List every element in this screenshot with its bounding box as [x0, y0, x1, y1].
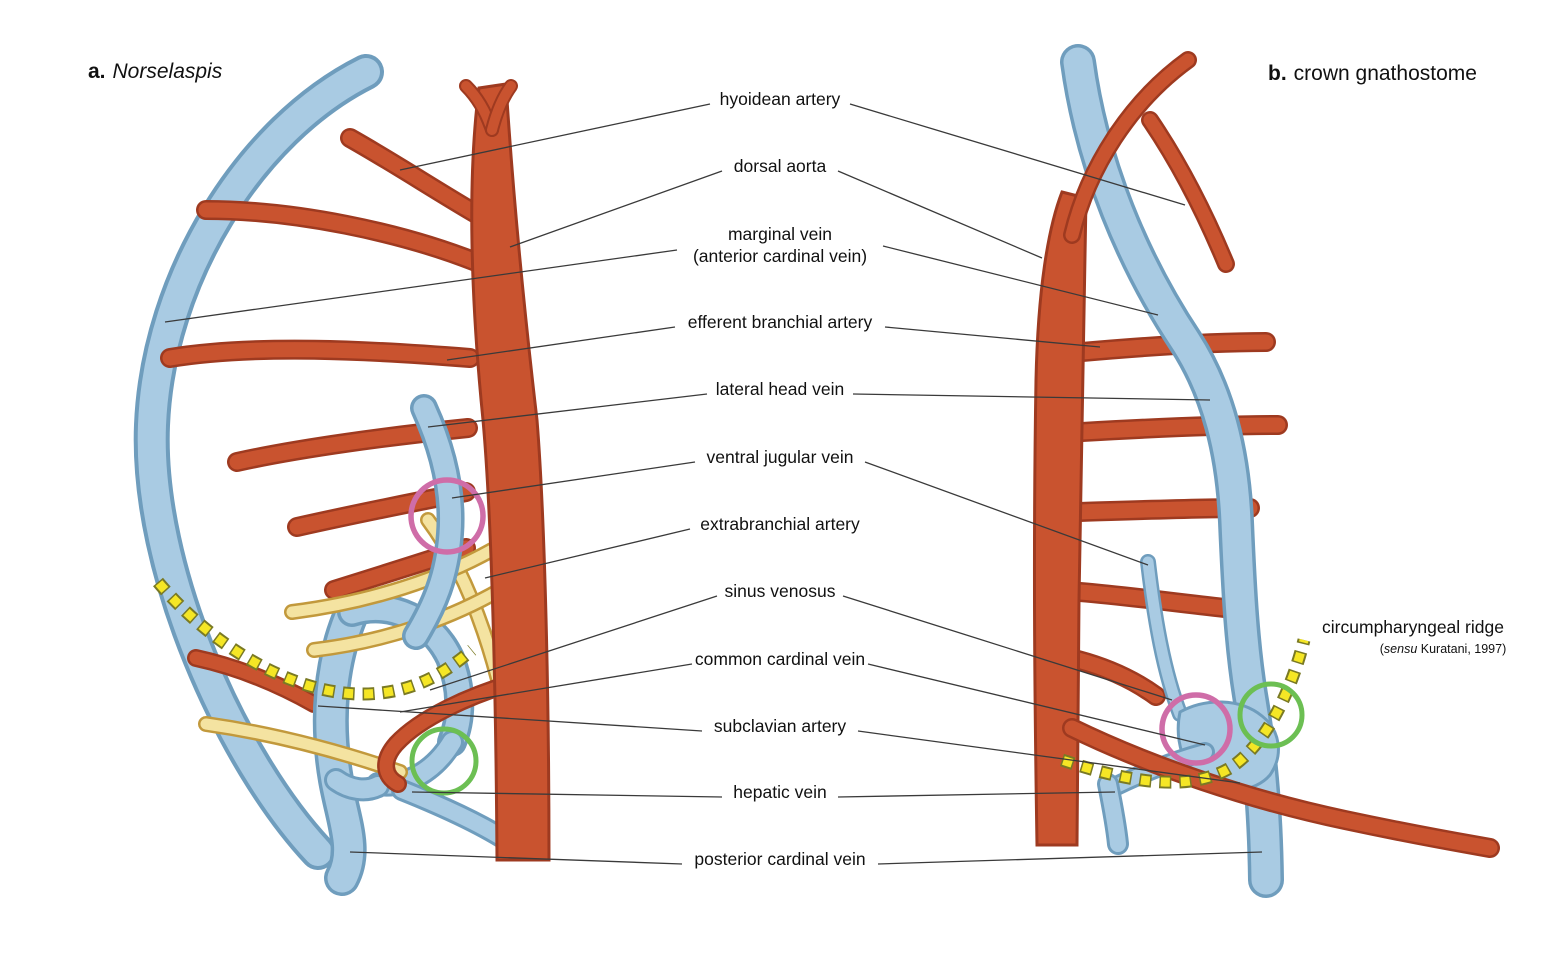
subclavian-artery-b [1062, 718, 1500, 858]
dorsal-aorta-b [1032, 190, 1088, 847]
pink-highlight-ring-a [408, 477, 486, 555]
label-common-cardinal-vein: common cardinal vein [694, 649, 866, 670]
panel-b-name: crown gnathostome [1293, 62, 1477, 85]
label-circumpharyngeal-ridge: circumpharyngeal ridge [1322, 617, 1504, 638]
ventral-artery-hook-a [377, 673, 525, 793]
lateral-head-vein-a [402, 394, 465, 650]
label-ventral-jugular-vein: ventral jugular vein [706, 447, 854, 468]
panel-a-title: a. Norselaspis [88, 60, 222, 84]
label-marginal-vein-line2: (anterior cardinal vein) [692, 246, 868, 266]
label-lateral-head-vein: lateral head vein [715, 379, 845, 400]
norselaspis-illustration [133, 54, 551, 896]
label-extrabranchial-artery: extrabranchial artery [700, 514, 860, 535]
circumpharyngeal-ridge-a [153, 577, 477, 701]
label-hyoidean-artery: hyoidean artery [719, 89, 841, 110]
pink-highlight-ring-b [1159, 692, 1233, 766]
gnathostome-illustration [1032, 44, 1500, 898]
dorsal-aorta-a [459, 79, 551, 862]
marginal-vein-a [133, 54, 384, 870]
label-efferent-branchial-artery: efferent branchial artery [687, 312, 873, 333]
label-marginal-vein: marginal vein (anterior cardinal vein) [693, 224, 867, 268]
leader-lines [164, 103, 1263, 865]
ridge-citation-open: ( [1379, 642, 1384, 657]
panel-b-letter: b. [1268, 62, 1287, 85]
subclavian-artery-a [187, 649, 323, 713]
green-highlight-ring-b [1237, 681, 1305, 749]
ridge-citation-sensu: sensu [1383, 642, 1418, 657]
label-posterior-cardinal-vein: posterior cardinal vein [694, 849, 866, 870]
panel-a-name: Norselaspis [112, 60, 223, 83]
label-hepatic-vein: hepatic vein [733, 782, 827, 803]
hyoidean-artery-b [1063, 51, 1235, 273]
label-circumpharyngeal-ridge-citation: (sensu Kuratani, 1997) [1380, 642, 1506, 658]
panel-a-letter: a. [88, 60, 106, 83]
ridge-citation-rest: Kuratani, 1997) [1417, 642, 1507, 657]
label-sinus-venosus: sinus venosus [724, 581, 836, 602]
label-dorsal-aorta: dorsal aorta [733, 156, 827, 177]
panel-b-title: b. crown gnathostome [1268, 62, 1477, 86]
label-subclavian-artery: subclavian artery [713, 716, 847, 737]
label-marginal-vein-line1: marginal vein [727, 224, 833, 245]
